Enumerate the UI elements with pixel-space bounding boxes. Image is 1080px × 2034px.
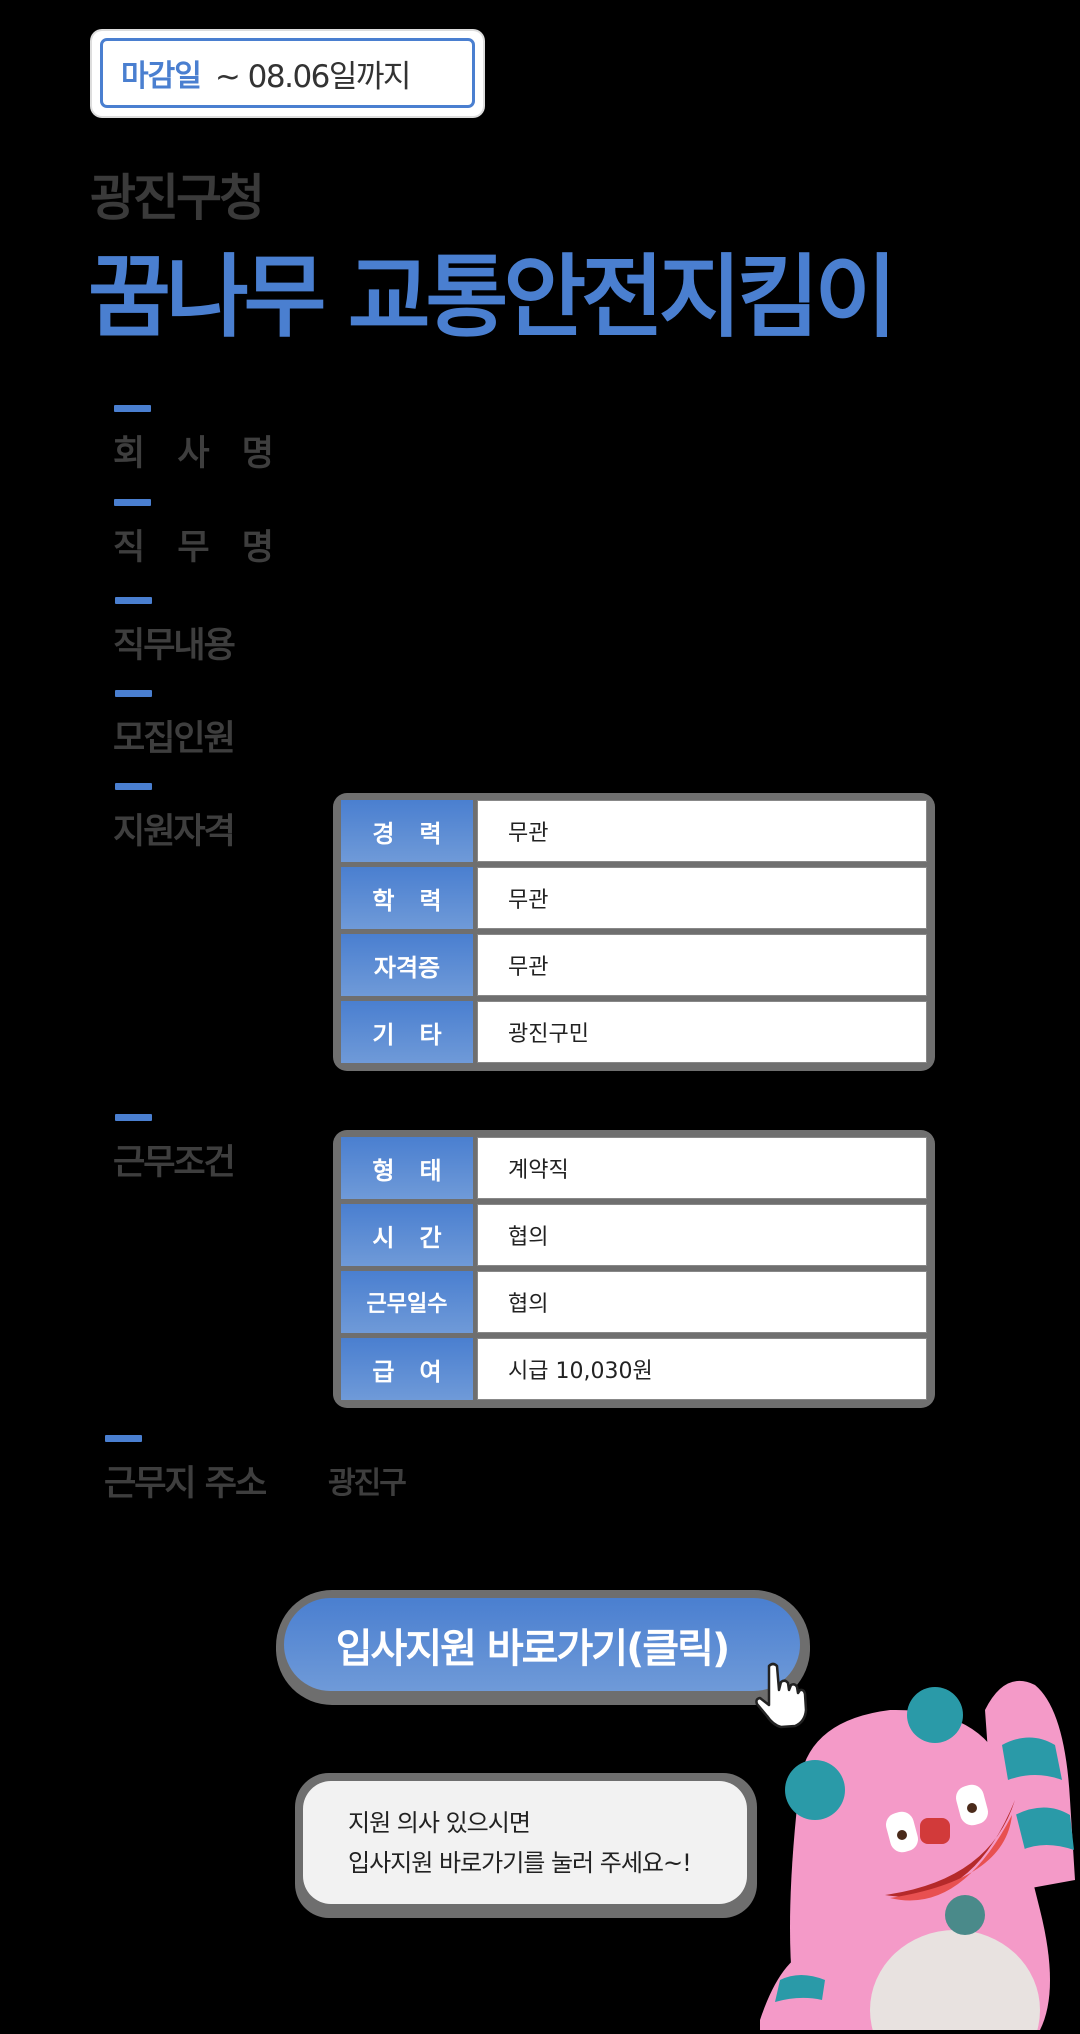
- deadline-badge: 마감일 ~ 08.06일까지: [92, 31, 483, 116]
- table-row: 시 간 협의: [341, 1204, 927, 1266]
- row-value: 협의: [477, 1271, 927, 1333]
- page-title: 꿈나무 교통안전지킴이: [88, 245, 897, 350]
- label-company-name: 회 사 명: [113, 434, 284, 474]
- label-headcount: 모집인원: [113, 719, 236, 759]
- speech-bubble-frame: 지원 의사 있으시면 입사지원 바로가기를 눌러 주세요~!: [295, 1773, 757, 1918]
- label-work-conditions: 근무조건: [113, 1143, 236, 1183]
- table-row: 경 력 무관: [341, 800, 927, 862]
- speech-bubble: 지원 의사 있으시면 입사지원 바로가기를 눌러 주세요~!: [303, 1781, 747, 1904]
- deadline-value: ~ 08.06일까지: [214, 58, 412, 95]
- row-header: 경 력: [341, 800, 473, 862]
- label-job-title: 직 무 명: [113, 528, 284, 568]
- table-row: 기 타 광진구민: [341, 1001, 927, 1063]
- label-qualifications: 지원자격: [113, 812, 236, 852]
- label-accent-bar: [114, 499, 151, 506]
- label-accent-bar: [105, 1435, 142, 1442]
- row-value: 시급 10,030원: [477, 1338, 927, 1400]
- row-header: 근무일수: [341, 1271, 473, 1333]
- table-row: 급 여 시급 10,030원: [341, 1338, 927, 1400]
- table-row: 자격증 무관: [341, 934, 927, 996]
- label-job-description: 직무내용: [113, 626, 236, 666]
- row-header: 자격증: [341, 934, 473, 996]
- row-header: 기 타: [341, 1001, 473, 1063]
- table-row: 근무일수 협의: [341, 1271, 927, 1333]
- label-accent-bar: [115, 783, 152, 790]
- row-value: 무관: [477, 800, 927, 862]
- row-value: 무관: [477, 867, 927, 929]
- row-header: 시 간: [341, 1204, 473, 1266]
- row-header: 학 력: [341, 867, 473, 929]
- mascot-image: [740, 1650, 1080, 2034]
- row-header: 형 태: [341, 1137, 473, 1199]
- work-conditions-table: 형 태 계약직 시 간 협의 근무일수 협의 급 여 시급 10,030원: [333, 1130, 935, 1408]
- deadline-label: 마감일: [121, 59, 202, 94]
- speech-line-1: 지원 의사 있으시면: [348, 1809, 531, 1837]
- qualifications-table: 경 력 무관 학 력 무관 자격증 무관 기 타 광진구민: [333, 793, 935, 1071]
- row-value: 계약직: [477, 1137, 927, 1199]
- row-value: 협의: [477, 1204, 927, 1266]
- table-row: 학 력 무관: [341, 867, 927, 929]
- label-accent-bar: [115, 690, 152, 697]
- work-address-value: 광진구: [328, 1466, 407, 1501]
- apply-button-frame[interactable]: 입사지원 바로가기(클릭): [276, 1590, 810, 1705]
- label-accent-bar: [114, 405, 151, 412]
- speech-line-2: 입사지원 바로가기를 눌러 주세요~!: [348, 1849, 692, 1877]
- label-accent-bar: [115, 1114, 152, 1121]
- row-value: 광진구민: [477, 1001, 927, 1063]
- row-value: 무관: [477, 934, 927, 996]
- pointer-hand-icon: [755, 1660, 815, 1730]
- apply-button[interactable]: 입사지원 바로가기(클릭): [284, 1598, 800, 1691]
- deadline-badge-inner: 마감일 ~ 08.06일까지: [100, 38, 475, 108]
- table-row: 형 태 계약직: [341, 1137, 927, 1199]
- organization-name: 광진구청: [90, 169, 265, 227]
- label-work-address: 근무지 주소: [104, 1464, 267, 1504]
- row-header: 급 여: [341, 1338, 473, 1400]
- label-accent-bar: [115, 597, 152, 604]
